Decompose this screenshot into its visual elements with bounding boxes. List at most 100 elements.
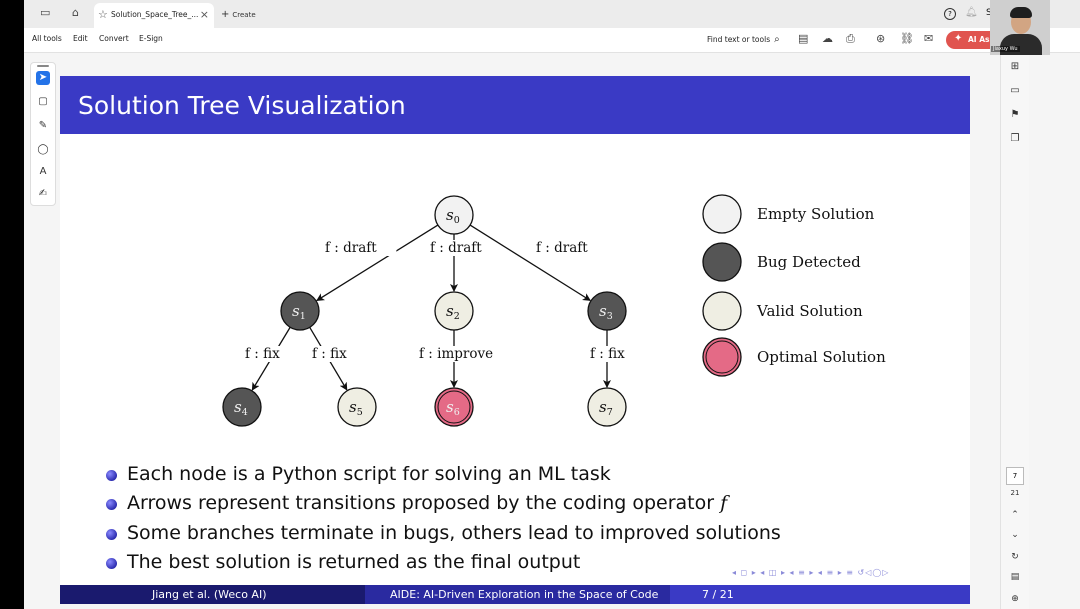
edge-label: f : fix bbox=[590, 346, 625, 362]
account-initial[interactable]: S bbox=[986, 8, 992, 18]
pdf-viewer-app: ▭ ⌂ ☆ Solution_Space_Tree_... × +Create … bbox=[24, 0, 1080, 609]
tree-node-s6: s6 bbox=[434, 387, 474, 427]
bullet-text: Arrows represent transitions proposed by… bbox=[127, 492, 728, 515]
right-side-panel: ⊞ ▭ ⚑ ❐ 7 21 ⌃ ⌄ ↻ ▤ ⊕ bbox=[1000, 52, 1029, 609]
legend-label: Valid Solution bbox=[756, 302, 863, 320]
footer-title-band: AIDE: AI-Driven Exploration in the Space… bbox=[365, 585, 670, 604]
tree-edge-s0-s1 bbox=[316, 224, 439, 301]
edge-label: f : draft bbox=[536, 240, 588, 256]
list-item: Arrows represent transitions proposed by… bbox=[102, 489, 962, 518]
star-icon[interactable]: ☆ bbox=[98, 8, 108, 21]
document-properties-icon[interactable]: ▤ bbox=[1010, 572, 1020, 582]
tree-node-s1-circle bbox=[280, 291, 320, 331]
person-body bbox=[1000, 34, 1042, 55]
edge-label: f : fix bbox=[245, 346, 280, 362]
pages-thumbnail-icon[interactable]: ❐ bbox=[1010, 133, 1020, 144]
tree-edge-s0-s3 bbox=[469, 224, 591, 301]
footer-authors: Jiang et al. (Weco AI) bbox=[152, 588, 267, 601]
annotation-toolbar: ➤ ▢ ✎ ◯ A ✍ bbox=[30, 62, 56, 206]
sparkle-icon: ✦ bbox=[954, 33, 963, 44]
edge-label-background bbox=[533, 240, 608, 256]
legend-item-optimal: Optimal Solution bbox=[702, 337, 886, 377]
refresh-icon[interactable]: ↻ bbox=[1011, 552, 1019, 562]
select-cursor-icon[interactable]: ➤ bbox=[36, 71, 50, 85]
sidebar-toggle-icon[interactable]: ▭ bbox=[40, 6, 51, 19]
person-hair bbox=[1010, 7, 1032, 18]
edge-label: f : draft bbox=[430, 240, 482, 256]
legend-label: Bug Detected bbox=[757, 253, 861, 271]
menu-all-tools[interactable]: All tools bbox=[32, 34, 62, 43]
ai-search-icon[interactable]: ⊛ bbox=[876, 32, 886, 45]
home-icon[interactable]: ⌂ bbox=[72, 6, 79, 19]
tree-node-s7: s7 bbox=[587, 387, 627, 427]
legend-item-bug: Bug Detected bbox=[702, 242, 861, 282]
edge-label: f : draft bbox=[325, 240, 377, 256]
bookmark-icon[interactable]: ⚑ bbox=[1010, 109, 1020, 120]
list-item: The best solution is returned as the fin… bbox=[102, 548, 962, 577]
find-text-or-tools[interactable]: Find text or tools⌕ bbox=[707, 34, 780, 45]
document-tab-title: Solution_Space_Tree_... bbox=[111, 10, 199, 19]
upload-cloud-icon[interactable]: ☁ bbox=[822, 32, 833, 45]
previous-page-chevron-up-icon[interactable]: ⌃ bbox=[1011, 510, 1019, 520]
legend-label: Optimal Solution bbox=[757, 348, 886, 366]
legend-item-empty-circle bbox=[702, 194, 742, 234]
toolbar-grip-handle[interactable] bbox=[37, 65, 49, 67]
legend-item-optimal-circle bbox=[702, 337, 742, 377]
bullet-text: Some branches terminate in bugs, others … bbox=[127, 521, 781, 544]
menu-esign[interactable]: E-Sign bbox=[139, 34, 163, 43]
beamer-navigation-controls[interactable]: ◂ ◻ ▸ ◂ ◫ ▸ ◂ ≡ ▸ ◂ ≡ ▸ ≡ ↺◁◯▷ bbox=[732, 568, 890, 577]
document-tab[interactable]: ☆ Solution_Space_Tree_... × bbox=[94, 3, 214, 28]
close-tab-icon[interactable]: × bbox=[199, 8, 209, 21]
menu-convert[interactable]: Convert bbox=[99, 34, 129, 43]
email-icon[interactable]: ✉ bbox=[924, 32, 934, 45]
print-icon[interactable]: ⎙ bbox=[846, 32, 855, 45]
tree-node-s0-circle bbox=[434, 195, 474, 235]
list-item: Some branches terminate in bugs, others … bbox=[102, 519, 962, 548]
find-label: Find text or tools bbox=[707, 35, 771, 44]
legend-item-valid: Valid Solution bbox=[702, 291, 863, 331]
zoom-icon[interactable]: ⊕ bbox=[1011, 594, 1019, 604]
save-icon[interactable]: ▤ bbox=[798, 32, 809, 45]
bullet-dot bbox=[106, 470, 117, 481]
ai-summary-icon[interactable]: ⊞ bbox=[1010, 61, 1020, 72]
bullet-dot bbox=[106, 528, 117, 540]
tree-node-s0: s0 bbox=[434, 195, 474, 235]
draw-shape-icon[interactable]: ◯ bbox=[37, 144, 49, 155]
menu-edit[interactable]: Edit bbox=[73, 34, 88, 43]
edge-label-background bbox=[416, 346, 506, 362]
create-label: Create bbox=[232, 11, 256, 19]
edge-label: f : fix bbox=[312, 346, 347, 362]
bullet-list: Each node is a Python script for solving… bbox=[102, 460, 962, 577]
link-icon[interactable]: ⛓ bbox=[900, 32, 914, 45]
footer-page-band: 7 / 21 bbox=[670, 585, 970, 604]
text-box-icon[interactable]: A bbox=[39, 166, 47, 177]
solution-tree-diagram: f : draft f : draft f : draft f : fix f : fi… bbox=[222, 194, 886, 427]
tree-node-s3-circle bbox=[587, 291, 627, 331]
bullet-text: The best solution is returned as the fin… bbox=[127, 550, 581, 573]
highlight-pen-icon[interactable]: ✎ bbox=[38, 120, 48, 131]
add-comment-icon[interactable]: ▢ bbox=[38, 96, 48, 107]
edge-label: f : improve bbox=[419, 346, 493, 362]
menu-bar: All tools Edit Convert E-Sign Find text … bbox=[24, 28, 1080, 53]
footer-title: AIDE: AI-Driven Exploration in the Space… bbox=[390, 588, 659, 601]
notification-bell-icon[interactable]: 🔔︎ bbox=[965, 7, 978, 18]
create-button[interactable]: +Create bbox=[221, 9, 256, 20]
list-item: Each node is a Python script for solving… bbox=[102, 460, 962, 489]
legend-item-valid-circle bbox=[702, 291, 742, 331]
tab-bar: ▭ ⌂ ☆ Solution_Space_Tree_... × +Create … bbox=[24, 0, 1080, 29]
help-icon[interactable]: ? bbox=[944, 8, 956, 20]
tree-node-s5: s5 bbox=[337, 387, 377, 427]
bullet-dot bbox=[106, 499, 117, 511]
tree-node-s4: s4 bbox=[222, 387, 262, 427]
legend-item-bug-circle bbox=[702, 242, 742, 282]
tree-node-s4-circle bbox=[222, 387, 262, 427]
comments-icon[interactable]: ▭ bbox=[1010, 85, 1020, 96]
next-page-chevron-down-icon[interactable]: ⌄ bbox=[1011, 530, 1019, 540]
tree-node-s2-circle bbox=[434, 291, 474, 331]
slide-header: Solution Tree Visualization bbox=[60, 76, 970, 134]
edge-label-background bbox=[242, 346, 302, 362]
signature-icon[interactable]: ✍ bbox=[38, 188, 48, 199]
legend-item-empty: Empty Solution bbox=[702, 194, 875, 234]
current-page-input[interactable]: 7 bbox=[1006, 467, 1024, 485]
